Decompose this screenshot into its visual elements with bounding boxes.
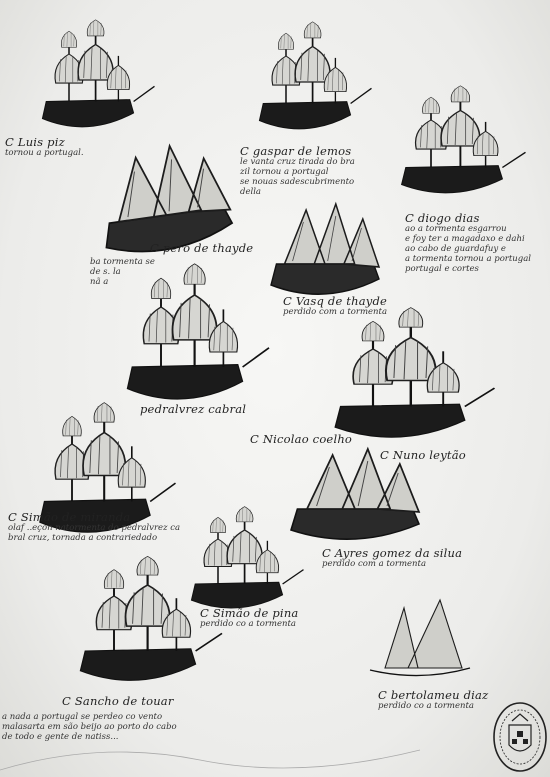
- caption-title: C Nuno leytão: [380, 448, 466, 462]
- caption-line: della: [240, 187, 261, 197]
- caption-line: olaf ..eçon natormenta do pedralvrez ca: [8, 523, 181, 533]
- caption-line: ba tormenta se: [90, 257, 155, 267]
- caption-gaspar-de-lemos: C gaspar de lemos le vanta cruz tirada d…: [240, 144, 355, 197]
- caption-line: perdido co a tormenta: [378, 701, 474, 711]
- caption-line: de s. la: [90, 267, 121, 277]
- caption-sancho-de-touar-notes: a nada a portugal se perdeo co vento mal…: [2, 712, 177, 742]
- caption-title: C Vasq de thayde: [283, 294, 388, 308]
- caption-title: C Sancho de touar: [62, 694, 174, 708]
- caption-simao-de-miranda: C Simão de miranda olaf ..eçon natorment…: [8, 510, 181, 543]
- caption-nicolao-coelho: C Nicolao coelho: [250, 432, 353, 446]
- caption-diogo-dias: C diogo dias ao a tormenta esgarrou e fo…: [405, 211, 531, 274]
- caption-title: C Luis piz: [5, 135, 65, 149]
- caption-line: ao a tormenta esgarrou: [405, 224, 507, 234]
- caption-title: pedralvrez cabral: [140, 402, 247, 416]
- caption-title: C pero de thayde: [150, 241, 254, 255]
- caption-title: C Nicolao coelho: [250, 432, 353, 446]
- caption-line: se nouas sadescubrimento: [240, 177, 355, 187]
- caption-title: C bertolameu diaz: [378, 688, 489, 702]
- caption-bertolameu-diaz: C bertolameu diaz perdido co a tormenta: [378, 688, 489, 711]
- caption-line: perdido com a tormenta: [322, 559, 427, 569]
- caption-vasq-de-thayde: C Vasq de thayde perdido com a tormenta: [283, 294, 388, 317]
- caption-line: le vanta cruz tirada do bra: [240, 157, 355, 167]
- caption-pero-de-thayde: C pero de thayde: [150, 241, 254, 255]
- caption-title: C Simão de miranda: [8, 510, 131, 524]
- caption-pedralvrez-cabral: pedralvrez cabral: [140, 402, 247, 416]
- caption-line: de todo e gente de natiss...: [2, 732, 119, 742]
- caption-line: portugal e cortes: [405, 264, 479, 274]
- caption-line: perdido com a tormenta: [283, 307, 388, 317]
- caption-line: nã a: [90, 277, 109, 287]
- caption-title: C Simão de pina: [200, 606, 299, 620]
- caption-title: C diogo dias: [405, 211, 480, 225]
- library-stamp-icon: [493, 702, 547, 772]
- caption-ayres-gomez-da-silua: C Ayres gomez da silua perdido com a tor…: [322, 546, 463, 569]
- caption-simao-de-pina: C Simão de pina perdido co a tormenta: [200, 606, 299, 629]
- caption-pero-de-thayde-notes: ba tormenta se de s. la nã a: [90, 257, 155, 287]
- caption-line: perdido co a tormenta: [200, 619, 296, 629]
- caption-line: ao cabo de guardafuy e: [405, 244, 506, 254]
- caption-line: a tormenta tornou a portugal: [405, 254, 531, 264]
- caption-line: zil tornou a portugal: [240, 167, 329, 177]
- caption-nuno-leytao: C Nuno leytão: [380, 448, 466, 462]
- caption-sancho-de-touar: C Sancho de touar: [62, 694, 174, 708]
- caption-luis-piz: C Luis piz tornou a portugal.: [5, 135, 84, 158]
- caption-line: bral cruz, tornada a contrariedado: [8, 533, 158, 543]
- caption-line: tornou a portugal.: [5, 148, 84, 158]
- caption-line: e foy ter a magadaxo e dahi: [405, 234, 525, 244]
- caption-title: C gaspar de lemos: [240, 144, 352, 158]
- caption-line: a nada a portugal se perdeo co vento: [2, 712, 163, 722]
- caption-line: malasarta em são beijo ao porto do cabo: [2, 722, 177, 732]
- caption-title: C Ayres gomez da silua: [322, 546, 463, 560]
